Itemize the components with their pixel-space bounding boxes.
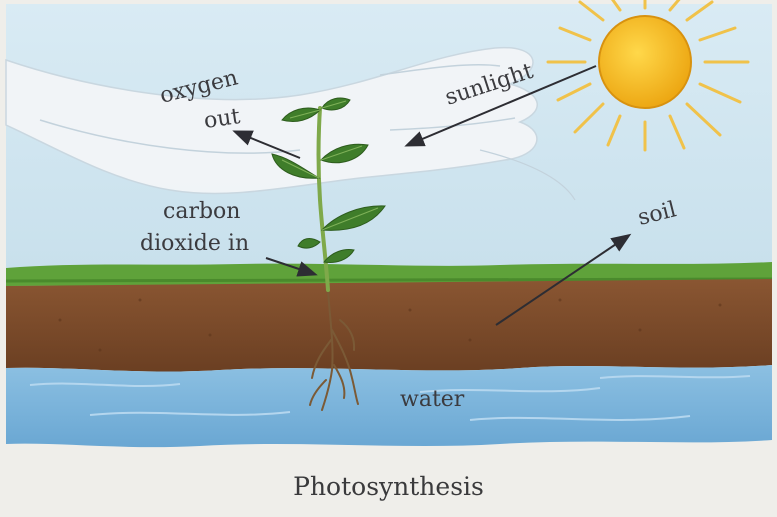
soil-layer: [6, 279, 772, 372]
label-water: water: [400, 387, 465, 412]
diagram-caption: Photosynthesis: [0, 472, 777, 501]
label-dioxide-in: dioxide in: [140, 231, 249, 256]
label-out: out: [202, 104, 242, 134]
label-carbon: carbon: [163, 199, 240, 224]
